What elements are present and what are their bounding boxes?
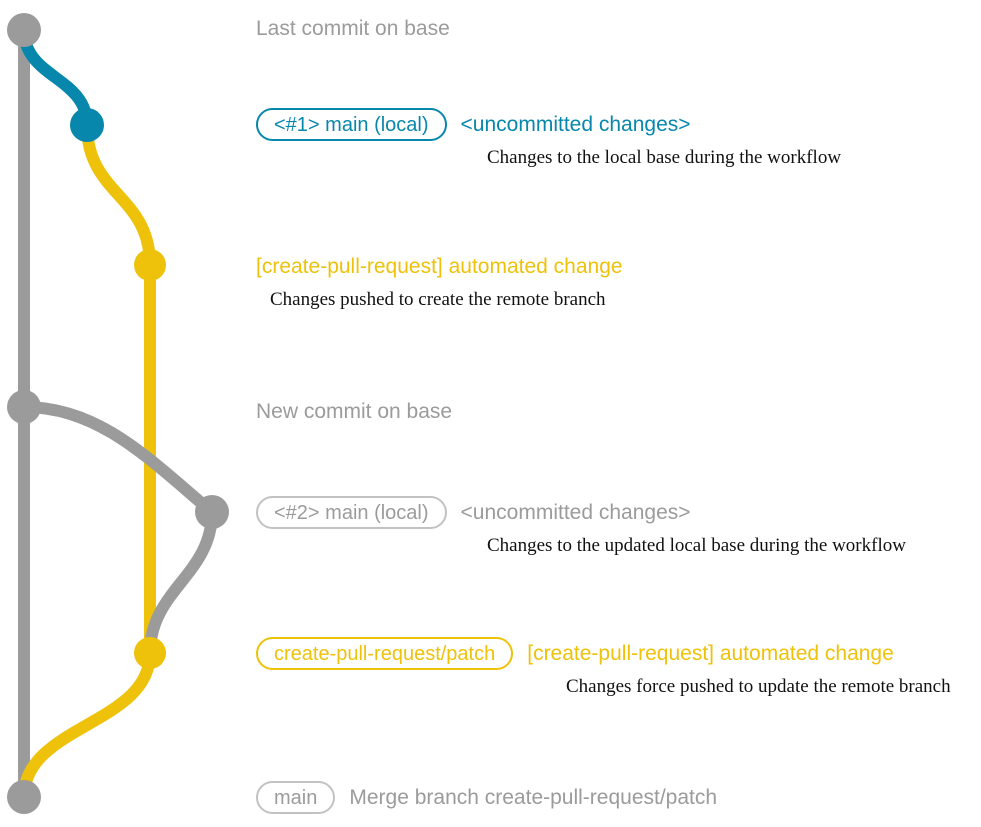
commit-headline: Merge branch create-pull-request/patch [349, 786, 718, 809]
commit-node-base-3 [7, 780, 41, 814]
edge-base2-to-local2 [18, 401, 218, 518]
commit-node-local-2 [195, 495, 229, 529]
commit-node-local-1 [70, 108, 104, 142]
commit-node-base-1 [7, 13, 41, 47]
commit-subline-local-uncommitted-2: Changes to the updated local base during… [487, 535, 906, 556]
commit-row-local-uncommitted-2: <#2> main (local) <uncommitted changes> [256, 496, 691, 529]
commit-headline: [create-pull-request] automated change [256, 255, 623, 278]
row-head: <#1> main (local) <uncommitted changes> [256, 108, 691, 141]
branch-pill-main[interactable]: main [256, 781, 336, 814]
row-head: <#2> main (local) <uncommitted changes> [256, 496, 691, 529]
commit-node-patch-2 [134, 637, 166, 669]
commit-headline: [create-pull-request] automated change [527, 642, 894, 665]
commit-headline: New commit on base [256, 400, 453, 423]
branch-pill-main-local-2[interactable]: <#2> main (local) [256, 496, 447, 529]
commit-headline: Last commit on base [256, 17, 450, 40]
commit-row-local-uncommitted-1: <#1> main (local) <uncommitted changes> [256, 108, 691, 141]
commit-row-last-commit-on-base: Last commit on base [256, 12, 450, 45]
branch-pill-create-pull-request-patch[interactable]: create-pull-request/patch [256, 637, 514, 670]
commit-row-automated-change-1: [create-pull-request] automated change [256, 250, 623, 283]
branch-pill-main-local-1[interactable]: <#1> main (local) [256, 108, 447, 141]
commit-row-new-commit-on-base: New commit on base [256, 395, 452, 428]
commit-node-base-2 [7, 390, 41, 424]
commit-headline: <uncommitted changes> [460, 113, 691, 136]
edge-patch2-to-base3 [18, 647, 156, 803]
edge-local2-to-patch2 [144, 506, 218, 659]
commit-node-patch-1 [134, 249, 166, 281]
commit-subline-automated-change-2: Changes force pushed to update the remot… [566, 676, 951, 697]
edge-base1-to-local1 [18, 24, 93, 131]
commit-headline: <uncommitted changes> [460, 501, 691, 524]
row-head: create-pull-request/patch [create-pull-r… [256, 637, 894, 670]
commit-subline-automated-change-1: Changes pushed to create the remote bran… [270, 289, 606, 310]
commit-row-automated-change-2: create-pull-request/patch [create-pull-r… [256, 637, 894, 670]
commit-row-merge-commit: main Merge branch create-pull-request/pa… [256, 781, 717, 814]
commit-subline-local-uncommitted-1: Changes to the local base during the wor… [487, 147, 842, 168]
edge-local1-to-patch1 [81, 119, 156, 271]
row-head: main Merge branch create-pull-request/pa… [256, 781, 717, 814]
